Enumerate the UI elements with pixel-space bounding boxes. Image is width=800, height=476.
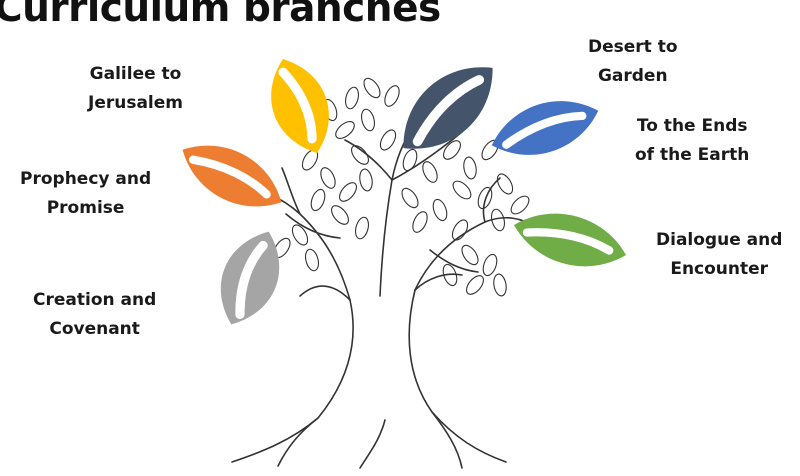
- leaf-prophecy-and-promise-vein: [188, 155, 271, 199]
- branch-label-dialogue-and-encounter: Dialogue and Encounter: [656, 230, 783, 279]
- page-title: Curriculum branches: [0, 0, 441, 31]
- leaf-creation-and-covenant-vein: [235, 240, 268, 320]
- branch-label-creation-and-covenant: Creation and Covenant: [33, 290, 157, 339]
- branch-label-desert-to-garden: Desert to Garden: [588, 37, 678, 86]
- tree-trunk: [231, 111, 539, 469]
- leaf-prophecy-and-promise: [182, 145, 282, 207]
- branch-label-prophecy-and-promise: Prophecy and Promise: [20, 169, 152, 218]
- leaf-dialogue-and-encounter: [513, 213, 627, 267]
- leaf-dialogue-and-encounter-vein: [522, 228, 614, 255]
- leaf-desert-to-garden-vein: [412, 75, 485, 147]
- leaf-desert-to-garden: [403, 67, 493, 149]
- leaf-galilee-to-jerusalem: [271, 59, 329, 153]
- colored-leaves: [182, 59, 627, 325]
- leaf-creation-and-covenant: [220, 231, 280, 325]
- leaf-to-the-ends-of-the-earth: [491, 101, 599, 155]
- leaf-galilee-to-jerusalem-vein: [278, 67, 317, 144]
- branch-label-galilee-to-jerusalem: Galilee to Jerusalem: [88, 64, 184, 113]
- branch-label-to-the-ends-of-the-earth: To the Ends of the Earth: [635, 116, 750, 165]
- leaf-to-the-ends-of-the-earth-vein: [502, 111, 587, 149]
